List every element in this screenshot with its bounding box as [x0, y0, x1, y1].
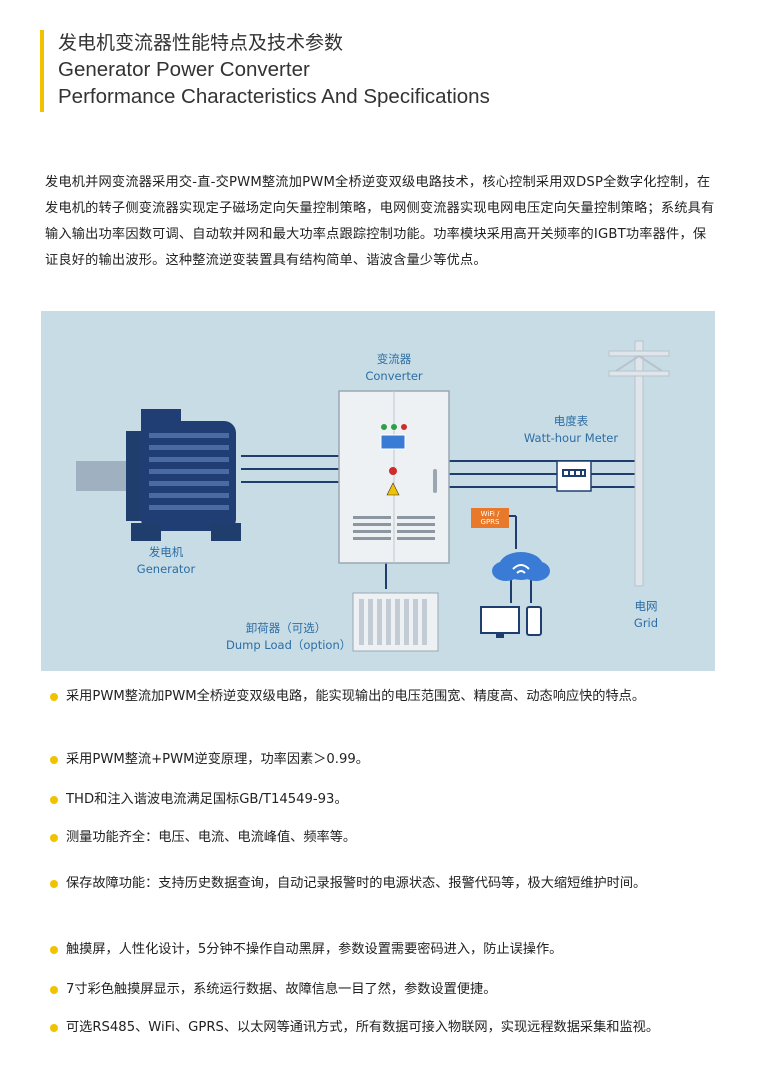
generator-icon: [76, 409, 241, 541]
converter-label: 变流器 Converter: [349, 351, 439, 385]
feature-text: 保存故障功能：支持历史数据查询，自动记录报警时的电源状态、报警代码等，极大缩短维…: [66, 876, 647, 891]
phone-icon: [526, 606, 542, 636]
generator-label-cn: 发电机: [148, 545, 184, 559]
feature-item: 测量功能齐全：电压、电流、电流峰值、频率等。: [48, 827, 728, 849]
grid-label-cn: 电网: [634, 599, 658, 613]
bullet-dot-icon: [50, 1024, 58, 1032]
converter-label-en: Converter: [365, 369, 423, 383]
feature-text: 触摸屏，人性化设计，5分钟不操作自动黑屏，参数设置需要密码进入，防止误操作。: [66, 942, 563, 957]
bullet-dot-icon: [50, 796, 58, 804]
converter-label-cn: 变流器: [376, 352, 412, 366]
feature-item: 采用PWM整流加PWM全桥逆变双级电路，能实现输出的电压范围宽、精度高、动态响应…: [48, 686, 728, 708]
meter-label-cn: 电度表: [553, 414, 589, 428]
feature-item: 7寸彩色触摸屏显示，系统运行数据、故障信息一目了然，参数设置便捷。: [48, 979, 728, 1001]
page-title-cn: 发电机变流器性能特点及技术参数: [58, 32, 344, 54]
wifi-gprs-tag: [471, 508, 509, 528]
converter-cabinet-icon: [338, 390, 450, 564]
bullet-dot-icon: [50, 986, 58, 994]
header: 发电机变流器性能特点及技术参数 Generator Power Converte…: [40, 30, 490, 112]
dumpload-label: 卸荷器（可选） Dump Load（option）: [226, 620, 352, 654]
cloud-wifi-icon: [492, 552, 550, 581]
feature-item: 可选RS485、WiFi、GPRS、以太网等通讯方式，所有数据可接入物联网，实现…: [48, 1017, 728, 1039]
feature-text: 采用PWM整流+PWM逆变原理，功率因素＞0.99。: [66, 752, 369, 767]
generator-label: 发电机 Generator: [121, 544, 211, 578]
bullet-dot-icon: [50, 834, 58, 842]
diagram-graphics: [76, 340, 670, 652]
wifi-tag-line2: GPRS: [480, 518, 500, 526]
page-title-en-line2: Performance Characteristics And Specific…: [58, 85, 490, 108]
dumpload-label-en: Dump Load（option）: [226, 638, 352, 652]
feature-item: 采用PWM整流+PWM逆变原理，功率因素＞0.99。: [48, 749, 728, 771]
dumpload-label-cn: 卸荷器（可选）: [245, 621, 327, 635]
feature-item: THD和注入谐波电流满足国标GB/T14549-93。: [48, 789, 728, 811]
feature-item: 保存故障功能：支持历史数据查询，自动记录报警时的电源状态、报警代码等，极大缩短维…: [48, 873, 728, 895]
wifi-gprs-label: WiFi / GPRS: [471, 510, 509, 526]
grid-label-en: Grid: [633, 616, 659, 630]
bullet-dot-icon: [50, 946, 58, 954]
wifi-tag-line1: WiFi /: [480, 510, 500, 518]
grid-label: 电网 Grid: [616, 598, 676, 632]
generator-label-en: Generator: [136, 562, 196, 576]
feature-text: 测量功能齐全：电压、电流、电流峰值、频率等。: [66, 830, 357, 845]
intro-paragraph: 发电机并网变流器采用交-直-交PWM整流加PWM全桥逆变双级电路技术，核心控制采…: [45, 175, 715, 268]
power-pole-icon: [608, 340, 670, 587]
page-title-en-line1: Generator Power Converter: [58, 58, 310, 81]
feature-text: 7寸彩色触摸屏显示，系统运行数据、故障信息一目了然，参数设置便捷。: [66, 982, 497, 997]
monitor-icon: [480, 606, 520, 638]
feature-text: 采用PWM整流加PWM全桥逆变双级电路，能实现输出的电压范围宽、精度高、动态响应…: [66, 689, 646, 704]
meter-label: 电度表 Watt-hour Meter: [516, 413, 626, 447]
watt-hour-meter-icon: [556, 460, 592, 492]
feature-item: 触摸屏，人性化设计，5分钟不操作自动黑屏，参数设置需要密码进入，防止误操作。: [48, 939, 728, 961]
system-diagram: 变流器 Converter 电度表 Watt-hour Meter 发电机 Ge…: [41, 311, 715, 671]
meter-label-en: Watt-hour Meter: [523, 431, 619, 445]
feature-text: 可选RS485、WiFi、GPRS、以太网等通讯方式，所有数据可接入物联网，实现…: [66, 1020, 660, 1035]
feature-text: THD和注入谐波电流满足国标GB/T14549-93。: [66, 792, 348, 807]
bullet-dot-icon: [50, 880, 58, 888]
dump-load-icon: [352, 592, 439, 652]
bullet-dot-icon: [50, 756, 58, 764]
bullet-dot-icon: [50, 693, 58, 701]
